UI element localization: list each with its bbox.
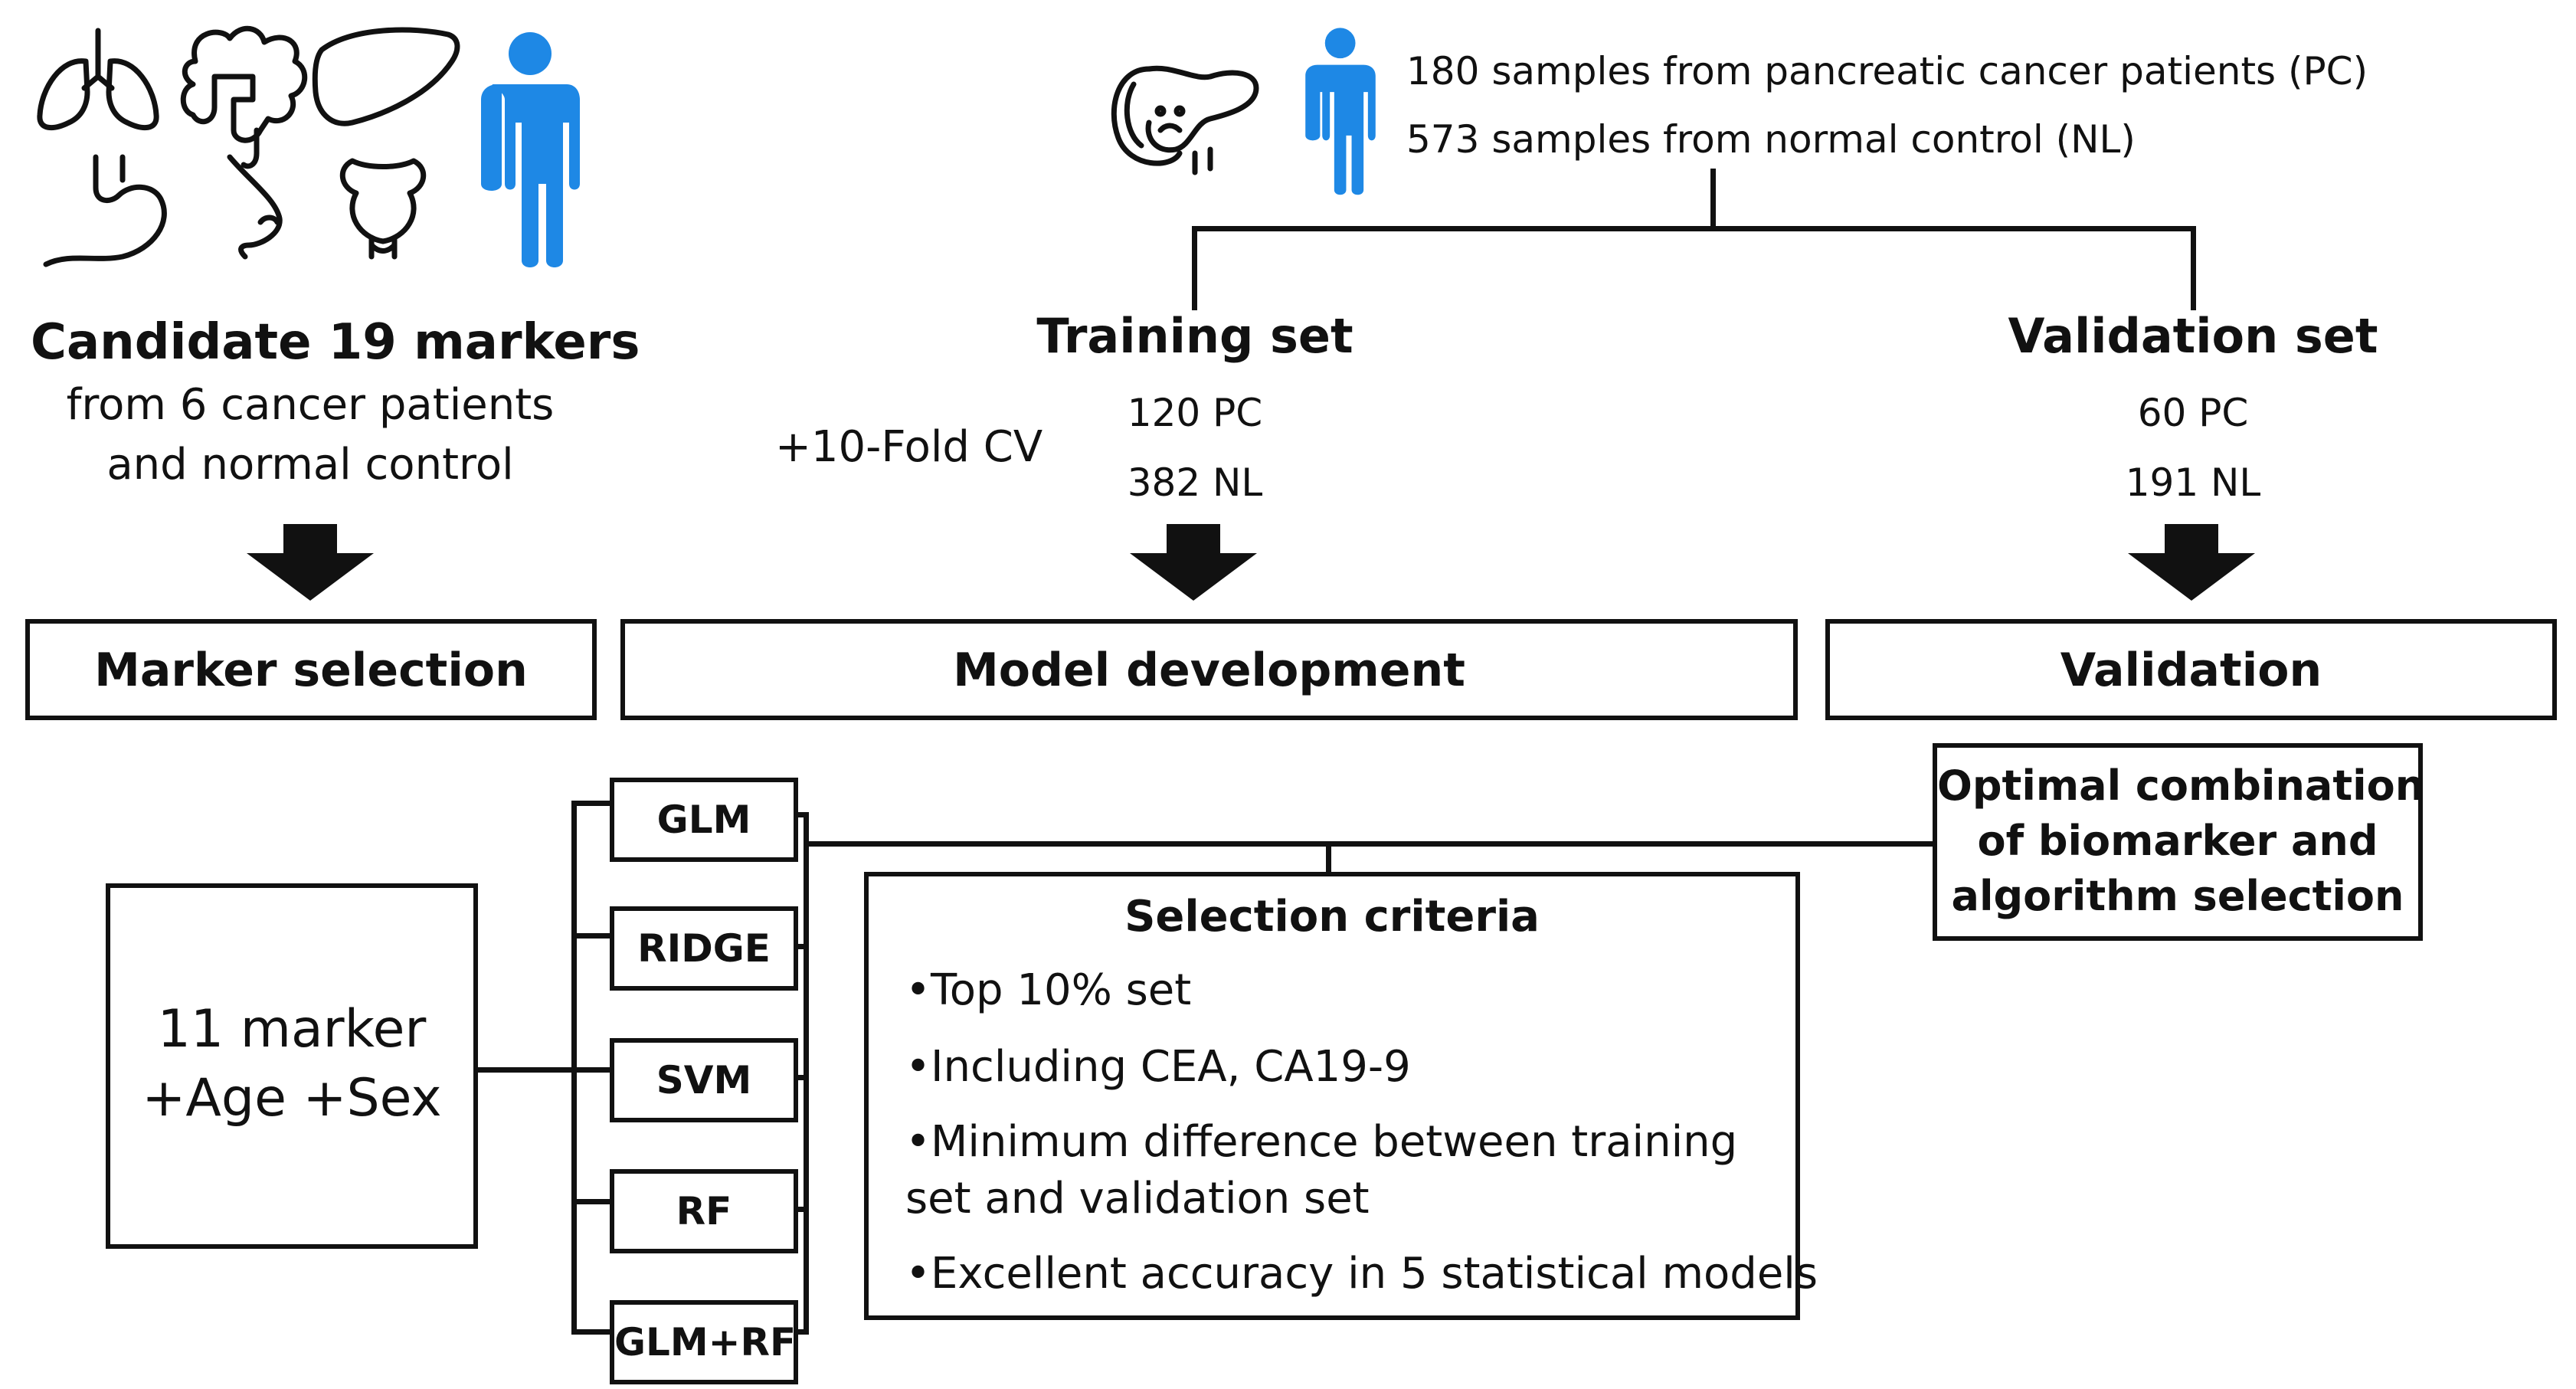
model-label: RIDGE xyxy=(637,926,771,971)
input-connector xyxy=(478,1067,574,1073)
cv-note: +10-Fold CV xyxy=(775,422,1043,472)
selection-criteria-box: Selection criteria •Top 10% set •Includi… xyxy=(864,872,1818,1320)
model-tick-right xyxy=(796,1207,809,1212)
intestine-icon xyxy=(180,25,308,169)
model-ridge-box: RIDGE xyxy=(610,906,798,991)
criteria-title: Selection criteria xyxy=(1124,892,1540,942)
optimal-line3: algorithm selection xyxy=(1951,872,2404,920)
input-features-box: 11 marker +Age +Sex xyxy=(106,883,478,1249)
models-to-optimal-connector xyxy=(804,841,1939,847)
model-label: RF xyxy=(676,1189,732,1233)
model-svm-box: SVM xyxy=(610,1038,798,1122)
model-tick-left xyxy=(571,801,611,806)
person-icon xyxy=(1305,28,1376,195)
candidate-sub-line2: and normal control xyxy=(106,440,514,490)
pc-samples-text: 180 samples from pancreatic cancer patie… xyxy=(1406,49,2368,93)
split-connector-left xyxy=(1192,226,1197,310)
model-label: GLM xyxy=(656,798,751,842)
model-label: SVM xyxy=(656,1058,752,1102)
organ-icons xyxy=(37,25,460,267)
model-tick-right xyxy=(796,1075,809,1080)
training-pc: 120 PC xyxy=(1127,391,1263,435)
training-set-title: Training set xyxy=(1036,308,1353,364)
criteria-item-continued: set and validation set xyxy=(905,1174,1370,1224)
model-tick-left xyxy=(571,1199,611,1204)
model-development-label: Model development xyxy=(953,644,1465,697)
liver-icon xyxy=(312,27,460,126)
prostate-icon xyxy=(339,158,427,260)
model-development-box: Model development xyxy=(620,619,1798,720)
pancreas-icon xyxy=(1111,65,1259,175)
person-icon xyxy=(481,32,580,267)
split-connector-right xyxy=(2191,226,2196,310)
split-connector-bar xyxy=(1192,226,2196,231)
validation-label: Validation xyxy=(2060,644,2322,697)
model-label: GLM+RF xyxy=(614,1320,797,1364)
lungs-icon xyxy=(37,28,159,131)
stomach-icon xyxy=(43,154,167,267)
model-tick-left xyxy=(571,1329,611,1335)
breast-icon xyxy=(227,154,283,260)
validation-box: Validation xyxy=(1825,619,2557,720)
criteria-item: •Top 10% set xyxy=(905,965,1192,1015)
optimal-combination-box: Optimal combination of biomarker and alg… xyxy=(1933,743,2425,941)
down-arrow-icon xyxy=(1130,524,1257,601)
candidate-sub-line1: from 6 cancer patients xyxy=(66,380,555,430)
input-line1: 11 marker xyxy=(157,999,427,1060)
model-glmrf-box: GLM+RF xyxy=(610,1300,798,1384)
split-connector-stem xyxy=(1710,169,1716,231)
training-nl: 382 NL xyxy=(1127,460,1263,505)
criteria-item: •Excellent accuracy in 5 statistical mod… xyxy=(905,1249,1818,1299)
model-glm-box: GLM xyxy=(610,778,798,862)
marker-selection-label: Marker selection xyxy=(94,644,528,697)
model-tick-right xyxy=(796,1329,809,1335)
model-tick-left xyxy=(571,1067,611,1073)
marker-selection-box: Marker selection xyxy=(25,619,597,720)
validation-set-title: Validation set xyxy=(2008,308,2378,364)
candidate-title: Candidate 19 markers xyxy=(31,314,640,371)
model-tick-left xyxy=(571,933,611,939)
criteria-connector xyxy=(1326,841,1331,874)
model-tick-right xyxy=(796,944,809,949)
model-rf-box: RF xyxy=(610,1169,798,1253)
nl-samples-text: 573 samples from normal control (NL) xyxy=(1406,117,2136,162)
criteria-item: •Minimum difference between training xyxy=(905,1117,1738,1167)
optimal-line1: Optimal combination xyxy=(1937,762,2425,810)
validation-nl: 191 NL xyxy=(2125,460,2261,505)
optimal-line2: of biomarker and xyxy=(1977,817,2378,865)
down-arrow-icon xyxy=(247,524,374,601)
models-right-bracket xyxy=(804,812,809,1335)
input-line2: +Age +Sex xyxy=(142,1068,442,1129)
criteria-item: •Including CEA, CA19-9 xyxy=(905,1042,1411,1092)
validation-pc: 60 PC xyxy=(2137,391,2249,435)
model-tick-right xyxy=(796,812,809,817)
down-arrow-icon xyxy=(2128,524,2255,601)
